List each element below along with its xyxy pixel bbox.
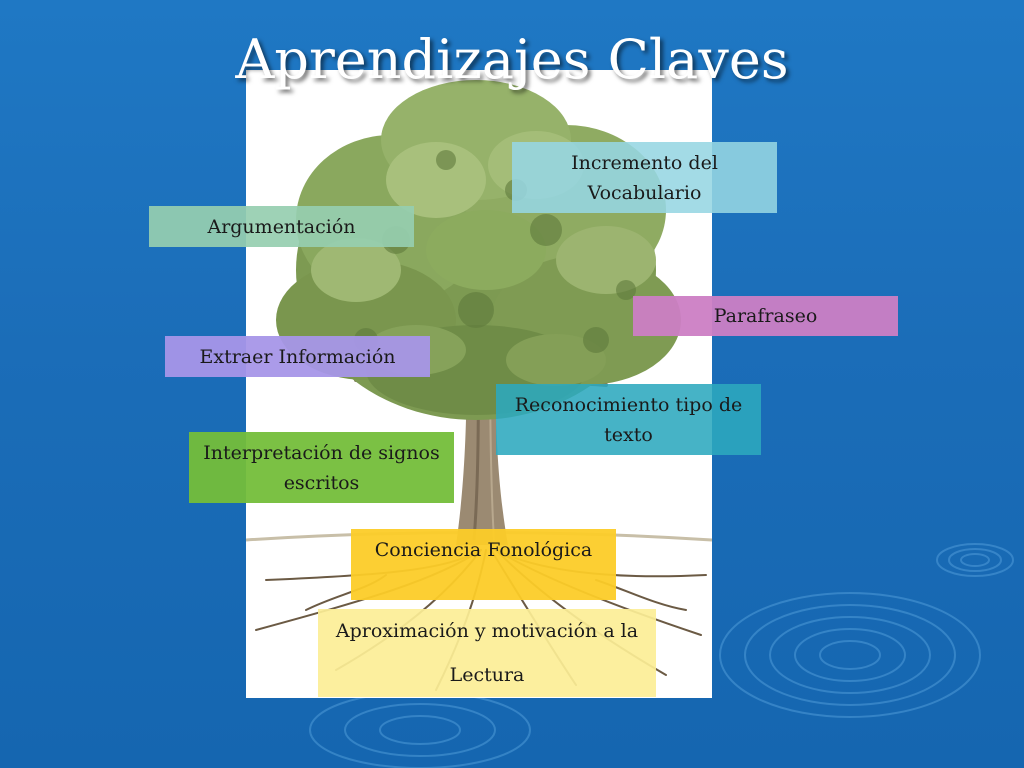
label-conciencia-fonologica: Conciencia Fonológica	[351, 529, 616, 600]
label-interpretacion-signos: Interpretación de signos escritos	[189, 432, 454, 503]
label-parafraseo: Parafraseo	[633, 296, 898, 336]
label-extraer-informacion: Extraer Información	[165, 336, 430, 377]
slide-title: Aprendizajes Claves	[235, 28, 789, 91]
label-incremento-vocabulario: Incremento del Vocabulario	[512, 142, 777, 213]
label-aproximacion-motivacion: Aproximación y motivación a la Lectura	[318, 609, 656, 697]
label-argumentacion: Argumentación	[149, 206, 414, 247]
label-reconocimiento-tipo-texto: Reconocimiento tipo de texto	[496, 384, 761, 455]
